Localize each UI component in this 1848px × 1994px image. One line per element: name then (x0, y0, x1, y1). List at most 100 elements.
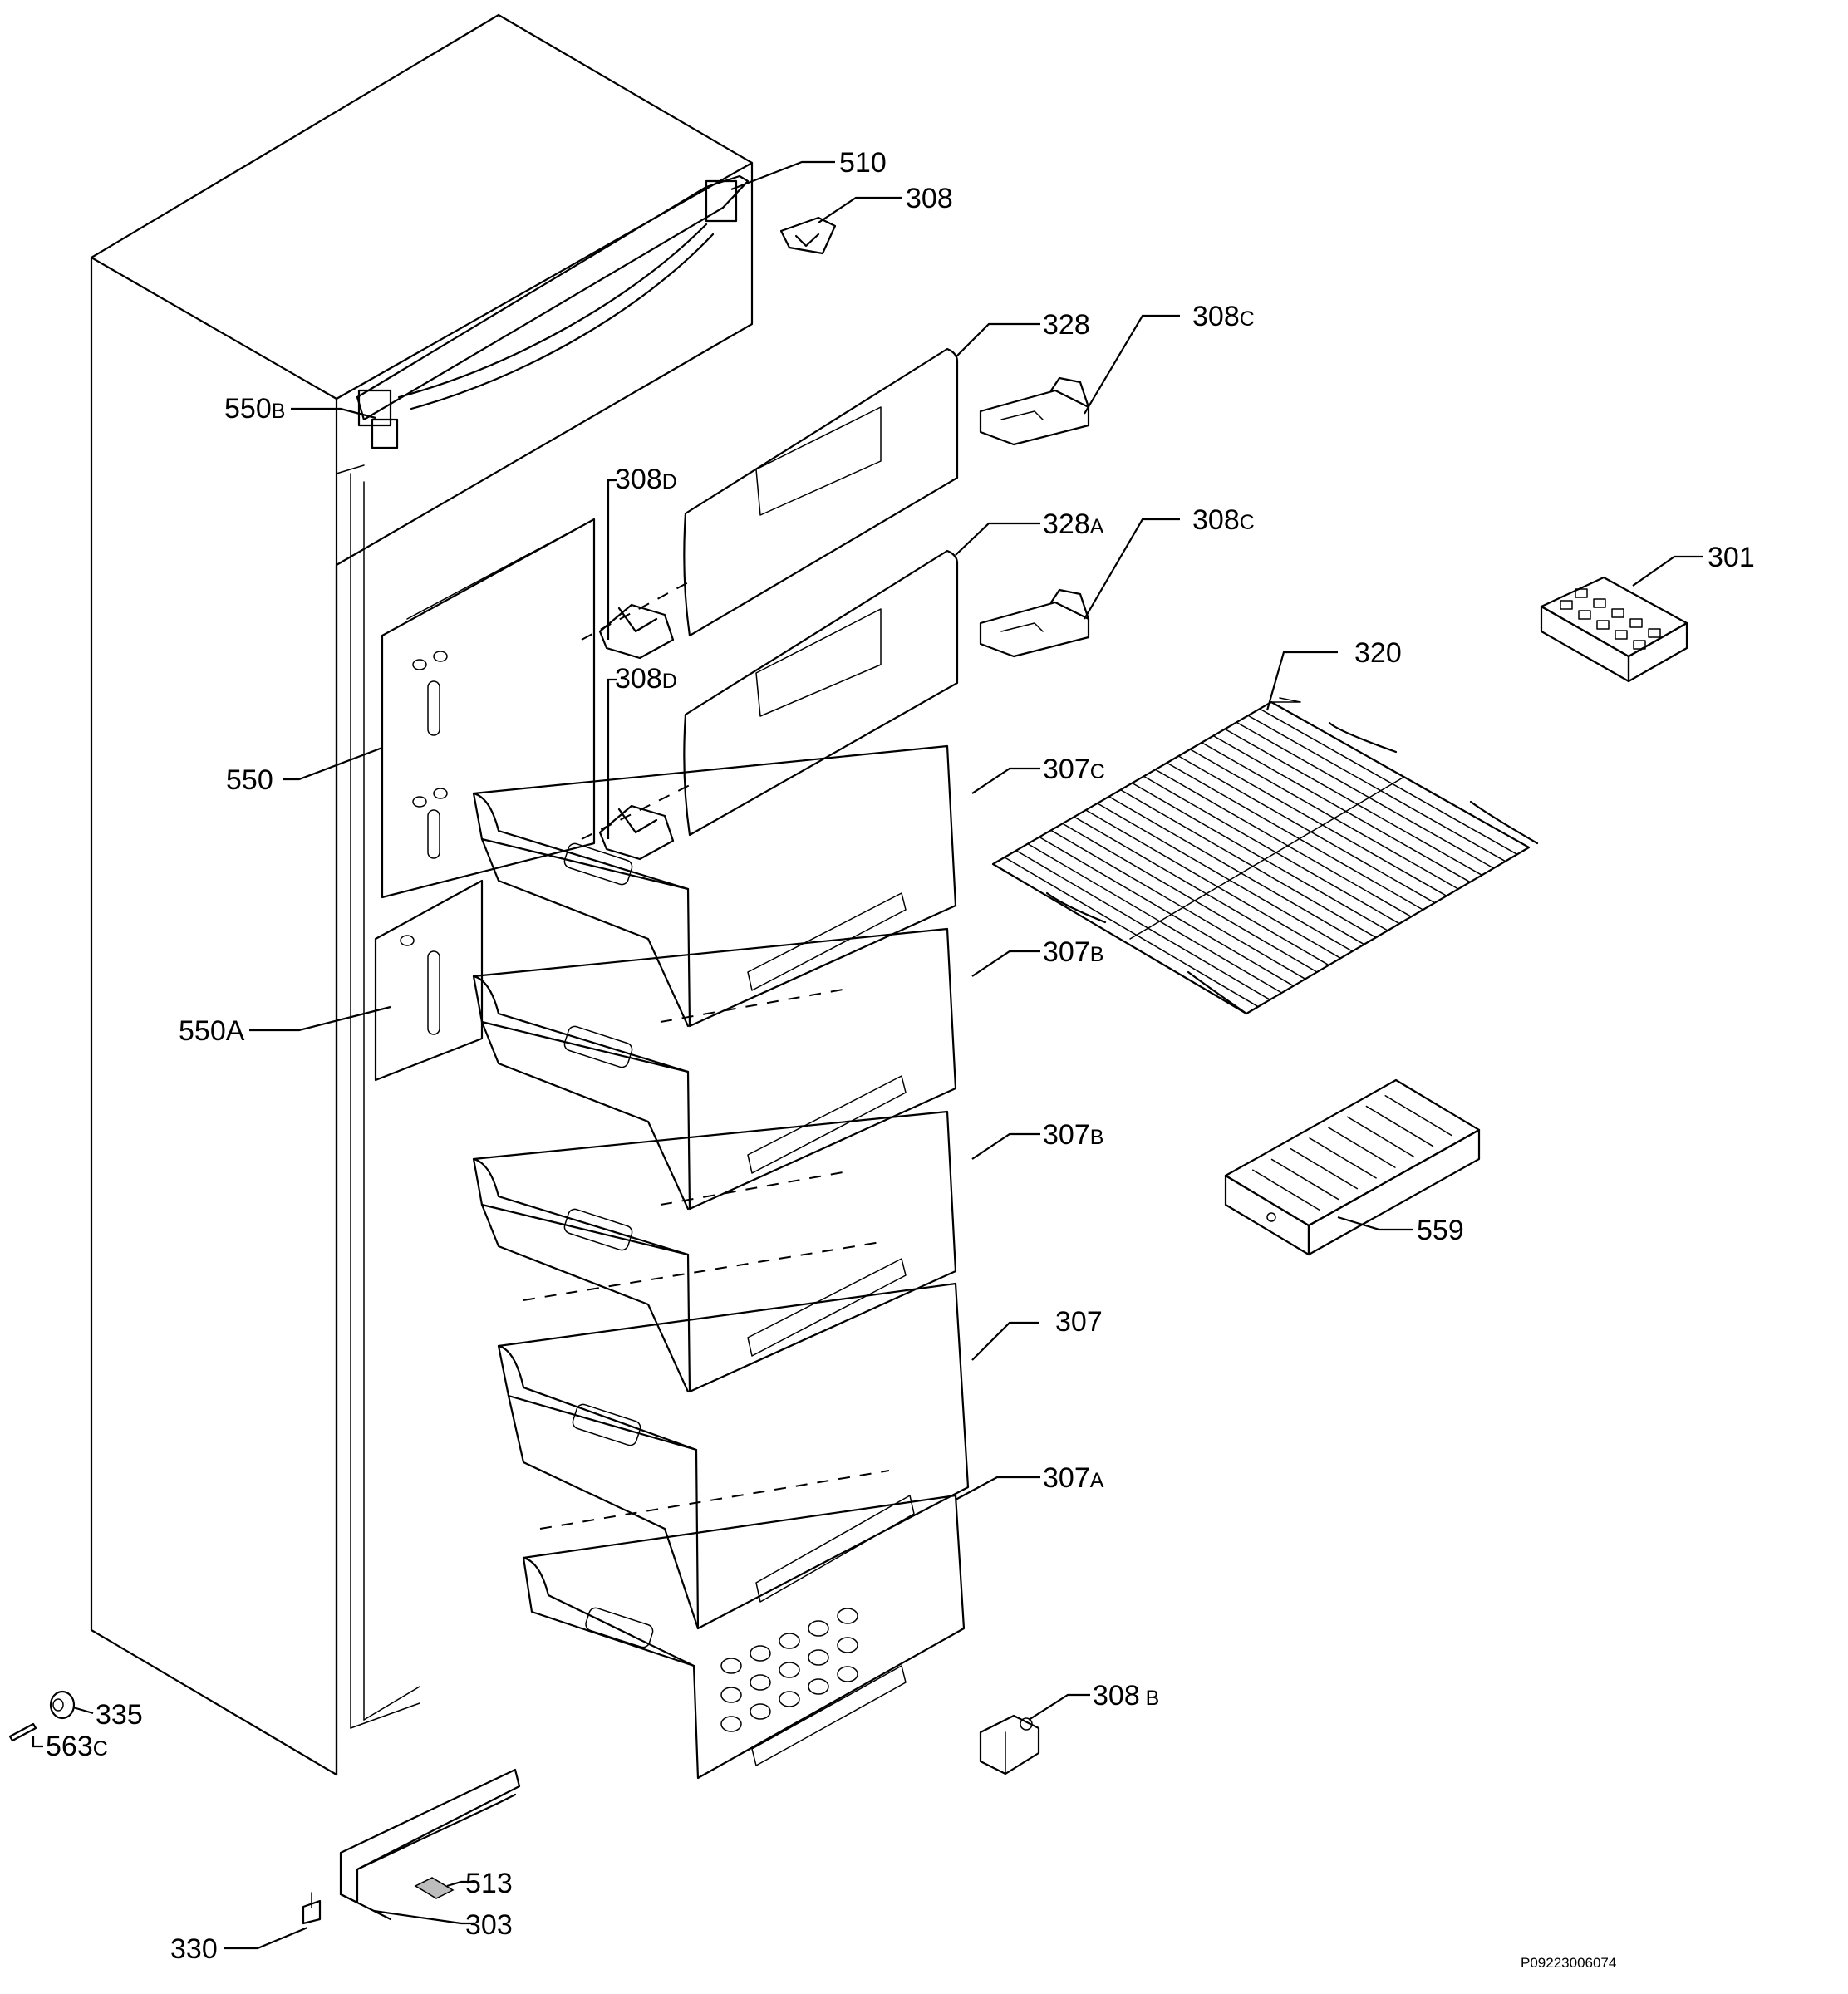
foot-330 (302, 1892, 322, 1925)
label-307: 307 (1055, 1306, 1103, 1338)
kick-plate (339, 1768, 521, 1921)
side-panel-550 (381, 518, 596, 899)
ice-cell (1596, 620, 1610, 630)
ice-container (1224, 1078, 1481, 1256)
wire-shelf-rods (1004, 708, 1518, 1008)
rod-line (1270, 1158, 1339, 1201)
ice-cell (1611, 608, 1624, 618)
rod-line (1073, 816, 1329, 966)
ice-cell (1629, 618, 1643, 628)
side-panel-550A (374, 879, 484, 1082)
label-559: 559 (1417, 1215, 1464, 1246)
label-563C: 563C (46, 1731, 108, 1762)
rod-line (1290, 1147, 1359, 1190)
flap-hinge-308D-upper (598, 603, 675, 660)
rod-line (1384, 1095, 1452, 1137)
rod-line (1050, 829, 1306, 980)
rod-line (1346, 1116, 1415, 1158)
ice-cell (1648, 628, 1661, 638)
label-550B: 550B (224, 393, 285, 425)
label-308D-lower: 308D (615, 663, 677, 695)
part-labels: 510 308 328 308C 550B 308D 328A 308C 301… (46, 147, 1755, 1971)
rod-line (1189, 749, 1447, 897)
ice-cube-tray-cells (1560, 588, 1661, 650)
rod-line (1119, 788, 1377, 939)
rod-line (1004, 857, 1259, 1008)
label-303: 303 (465, 1909, 513, 1941)
label-308C-upper: 308C (1192, 301, 1255, 332)
flap-hinge-308C-upper (979, 376, 1090, 446)
flap-328A (683, 549, 959, 837)
drawer-307A-egg-tray (720, 1608, 858, 1732)
top-hinge-cover (356, 174, 750, 449)
rod-line (1365, 1105, 1434, 1147)
drawer-307A (522, 1494, 966, 1780)
rod-line (1084, 809, 1342, 960)
label-513: 513 (465, 1868, 513, 1899)
bottom-hinge (979, 1714, 1040, 1775)
label-550: 550 (226, 764, 273, 796)
drawer-307B-upper (472, 927, 957, 1211)
label-550A: 550A (179, 1015, 245, 1047)
rod-line (1224, 728, 1483, 877)
rod-line (1166, 762, 1424, 911)
label-335: 335 (96, 1699, 143, 1731)
drawer-307B-lower (472, 1110, 957, 1393)
drawer-307C (472, 744, 957, 1028)
label-308B: 308 B (1093, 1680, 1159, 1712)
rod-line (1015, 850, 1271, 1001)
rod-line (1143, 775, 1400, 925)
ice-cell (1578, 610, 1591, 620)
label-307C: 307C (1043, 754, 1105, 785)
flap-hinge-308D-lower (598, 804, 675, 861)
rod-line (1259, 708, 1518, 856)
rod-line (1252, 1169, 1320, 1211)
rod-line (1154, 769, 1413, 918)
roller-335 (49, 1690, 76, 1720)
label-328: 328 (1043, 309, 1090, 341)
top-hinge (779, 216, 837, 255)
label-320: 320 (1354, 637, 1402, 669)
label-308C-lower: 308C (1192, 504, 1255, 536)
ice-container-ribs (1252, 1095, 1452, 1211)
ice-cell (1560, 600, 1573, 610)
rod-line (1177, 755, 1436, 904)
flap-328 (683, 347, 959, 637)
cabinet-body (90, 13, 754, 1776)
ice-cube-tray (1540, 576, 1688, 683)
label-308D-upper: 308D (615, 464, 677, 495)
rod-line (1039, 836, 1295, 987)
rod-line (1236, 721, 1495, 869)
pin-563C (8, 1722, 37, 1742)
assembly-guide-lines (523, 581, 890, 1530)
label-330: 330 (170, 1933, 218, 1965)
rod-line (1328, 1127, 1396, 1168)
label-301: 301 (1708, 542, 1755, 573)
label-307B-lower: 307B (1043, 1119, 1103, 1151)
ice-cell (1633, 640, 1646, 650)
label-328A: 328A (1043, 508, 1104, 540)
rod-line (1108, 796, 1365, 945)
ice-cell (1575, 588, 1588, 598)
rod-line (1131, 782, 1388, 931)
rod-line (1027, 842, 1283, 994)
label-307B-upper: 307B (1043, 936, 1103, 968)
drawer-307 (497, 1282, 970, 1630)
rod-line (1062, 823, 1318, 973)
flap-hinge-308C-lower (979, 588, 1090, 658)
leader-lines (32, 160, 1703, 1950)
ice-cell (1615, 630, 1628, 640)
label-308: 308 (906, 183, 953, 214)
rod-line (1309, 1137, 1377, 1179)
rod-line (1096, 803, 1354, 952)
label-307A: 307A (1043, 1462, 1104, 1494)
cover-513 (414, 1877, 455, 1899)
wire-shelf (991, 697, 1539, 1015)
label-510: 510 (839, 147, 887, 179)
rod-line (1201, 742, 1459, 890)
rod-line (1212, 734, 1471, 883)
rod-line (1247, 715, 1506, 862)
ice-cell (1593, 598, 1606, 608)
drawing-code: P09223006074 (1521, 1955, 1616, 1971)
